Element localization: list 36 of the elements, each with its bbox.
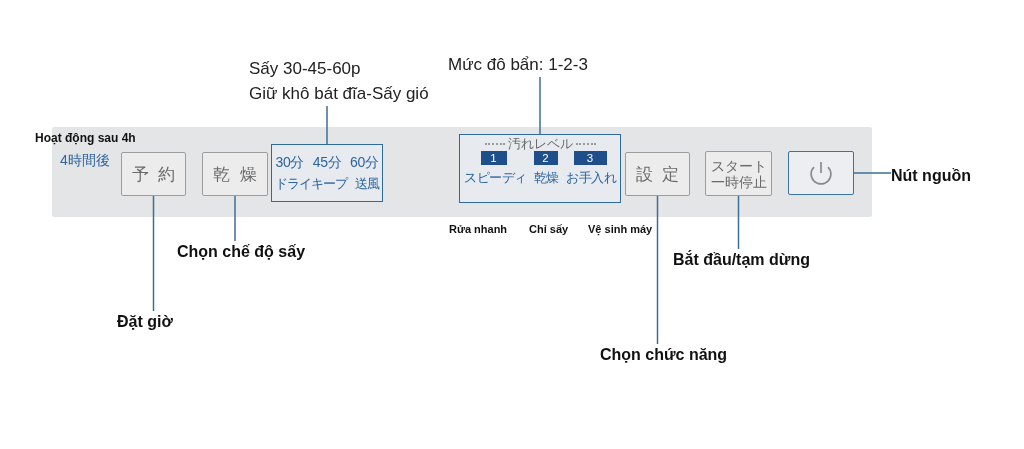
leader-line [539, 76, 541, 135]
leader-line [737, 195, 740, 250]
callout-text: Sấy 30-45-60p [249, 58, 362, 80]
callout-label: Bắt đầu/tạm dừng [673, 249, 810, 271]
panel-button: 予約 [121, 152, 186, 196]
panel-button: 設定 [625, 152, 690, 196]
leader-line [853, 172, 892, 174]
option-text: ドライキープ 送風 [275, 176, 379, 193]
callout-label: Chọn chế độ sấy [177, 241, 306, 263]
mode-label: 乾燥 [533, 169, 559, 187]
power-button [788, 151, 854, 195]
annotation: Chỉ sấy [529, 223, 569, 235]
callout-label: Nút nguồn [891, 165, 971, 187]
panel-button: 乾燥 [202, 152, 268, 196]
mode-label: お手入れ [566, 169, 616, 187]
leader-line [656, 195, 659, 345]
level-indicator: 1 [480, 150, 507, 165]
callout-label: Mức đô bẩn: 1-2-3 [448, 52, 588, 77]
annotation: Rửa nhanh [449, 223, 508, 235]
callout-text: Giữ khô bát đĩa-Sấy gió [249, 83, 429, 105]
annotation: Hoạt động sau 4h [35, 131, 136, 145]
callout-label: Chọn chức năng [600, 344, 728, 366]
callout-label: Đặt giờ [117, 311, 173, 333]
leader-line [326, 105, 328, 145]
option-frame [271, 144, 383, 202]
indicator-text: 4時間後 [60, 152, 110, 170]
level-indicator: 3 [573, 150, 607, 165]
level-indicator: 2 [533, 150, 558, 165]
option-text: 30分 45分 60分 [275, 153, 379, 172]
leader-line [234, 195, 236, 242]
panel-button: スタート一時停止 [705, 151, 772, 196]
annotation: Vệ sinh máy [588, 223, 653, 235]
mode-label: スピーディ [464, 169, 527, 187]
level-frame [459, 134, 621, 203]
leader-line [152, 195, 155, 312]
level-caption: 汚れレベル [507, 136, 573, 151]
